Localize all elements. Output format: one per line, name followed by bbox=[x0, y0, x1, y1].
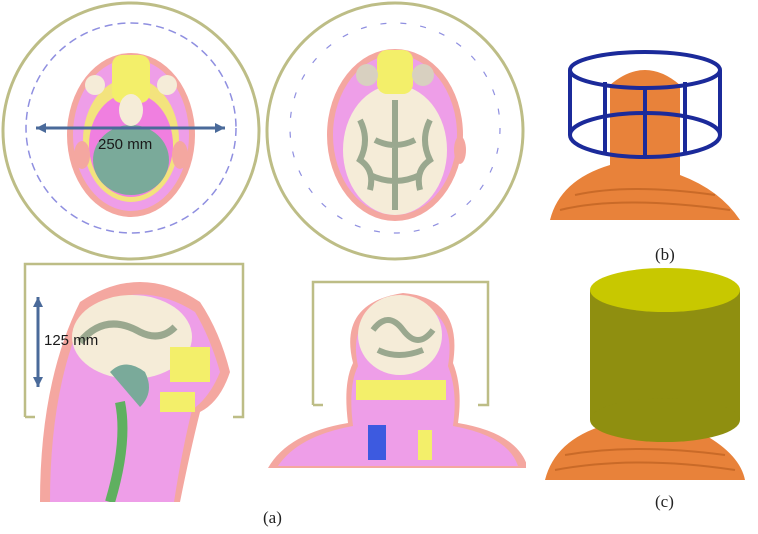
sagittal-slice-panel: 125 mm bbox=[20, 262, 250, 502]
panel-label-a: (a) bbox=[263, 508, 282, 527]
shield-cylinder-render-image bbox=[545, 268, 745, 480]
panel-label-b: (b) bbox=[655, 245, 675, 264]
sagittal-slice-image bbox=[23, 262, 245, 502]
axial-slice-left-panel: 250 mm bbox=[0, 0, 262, 262]
coil-array-render-panel bbox=[530, 40, 750, 240]
coronal-slice-panel bbox=[268, 280, 526, 470]
axial-slice-middle-image bbox=[265, 1, 525, 261]
sagittal-height-dimension-label: 125 mm bbox=[44, 332, 99, 349]
coil-array-render-image bbox=[550, 50, 740, 220]
axial-width-dimension-label: 250 mm bbox=[98, 136, 153, 153]
axial-slice-middle-panel bbox=[265, 0, 525, 262]
axial-slice-left-image bbox=[1, 1, 261, 261]
coronal-slice-image bbox=[268, 280, 526, 468]
panel-label-c: (c) bbox=[655, 492, 674, 511]
shield-cylinder-render-panel bbox=[540, 265, 750, 490]
